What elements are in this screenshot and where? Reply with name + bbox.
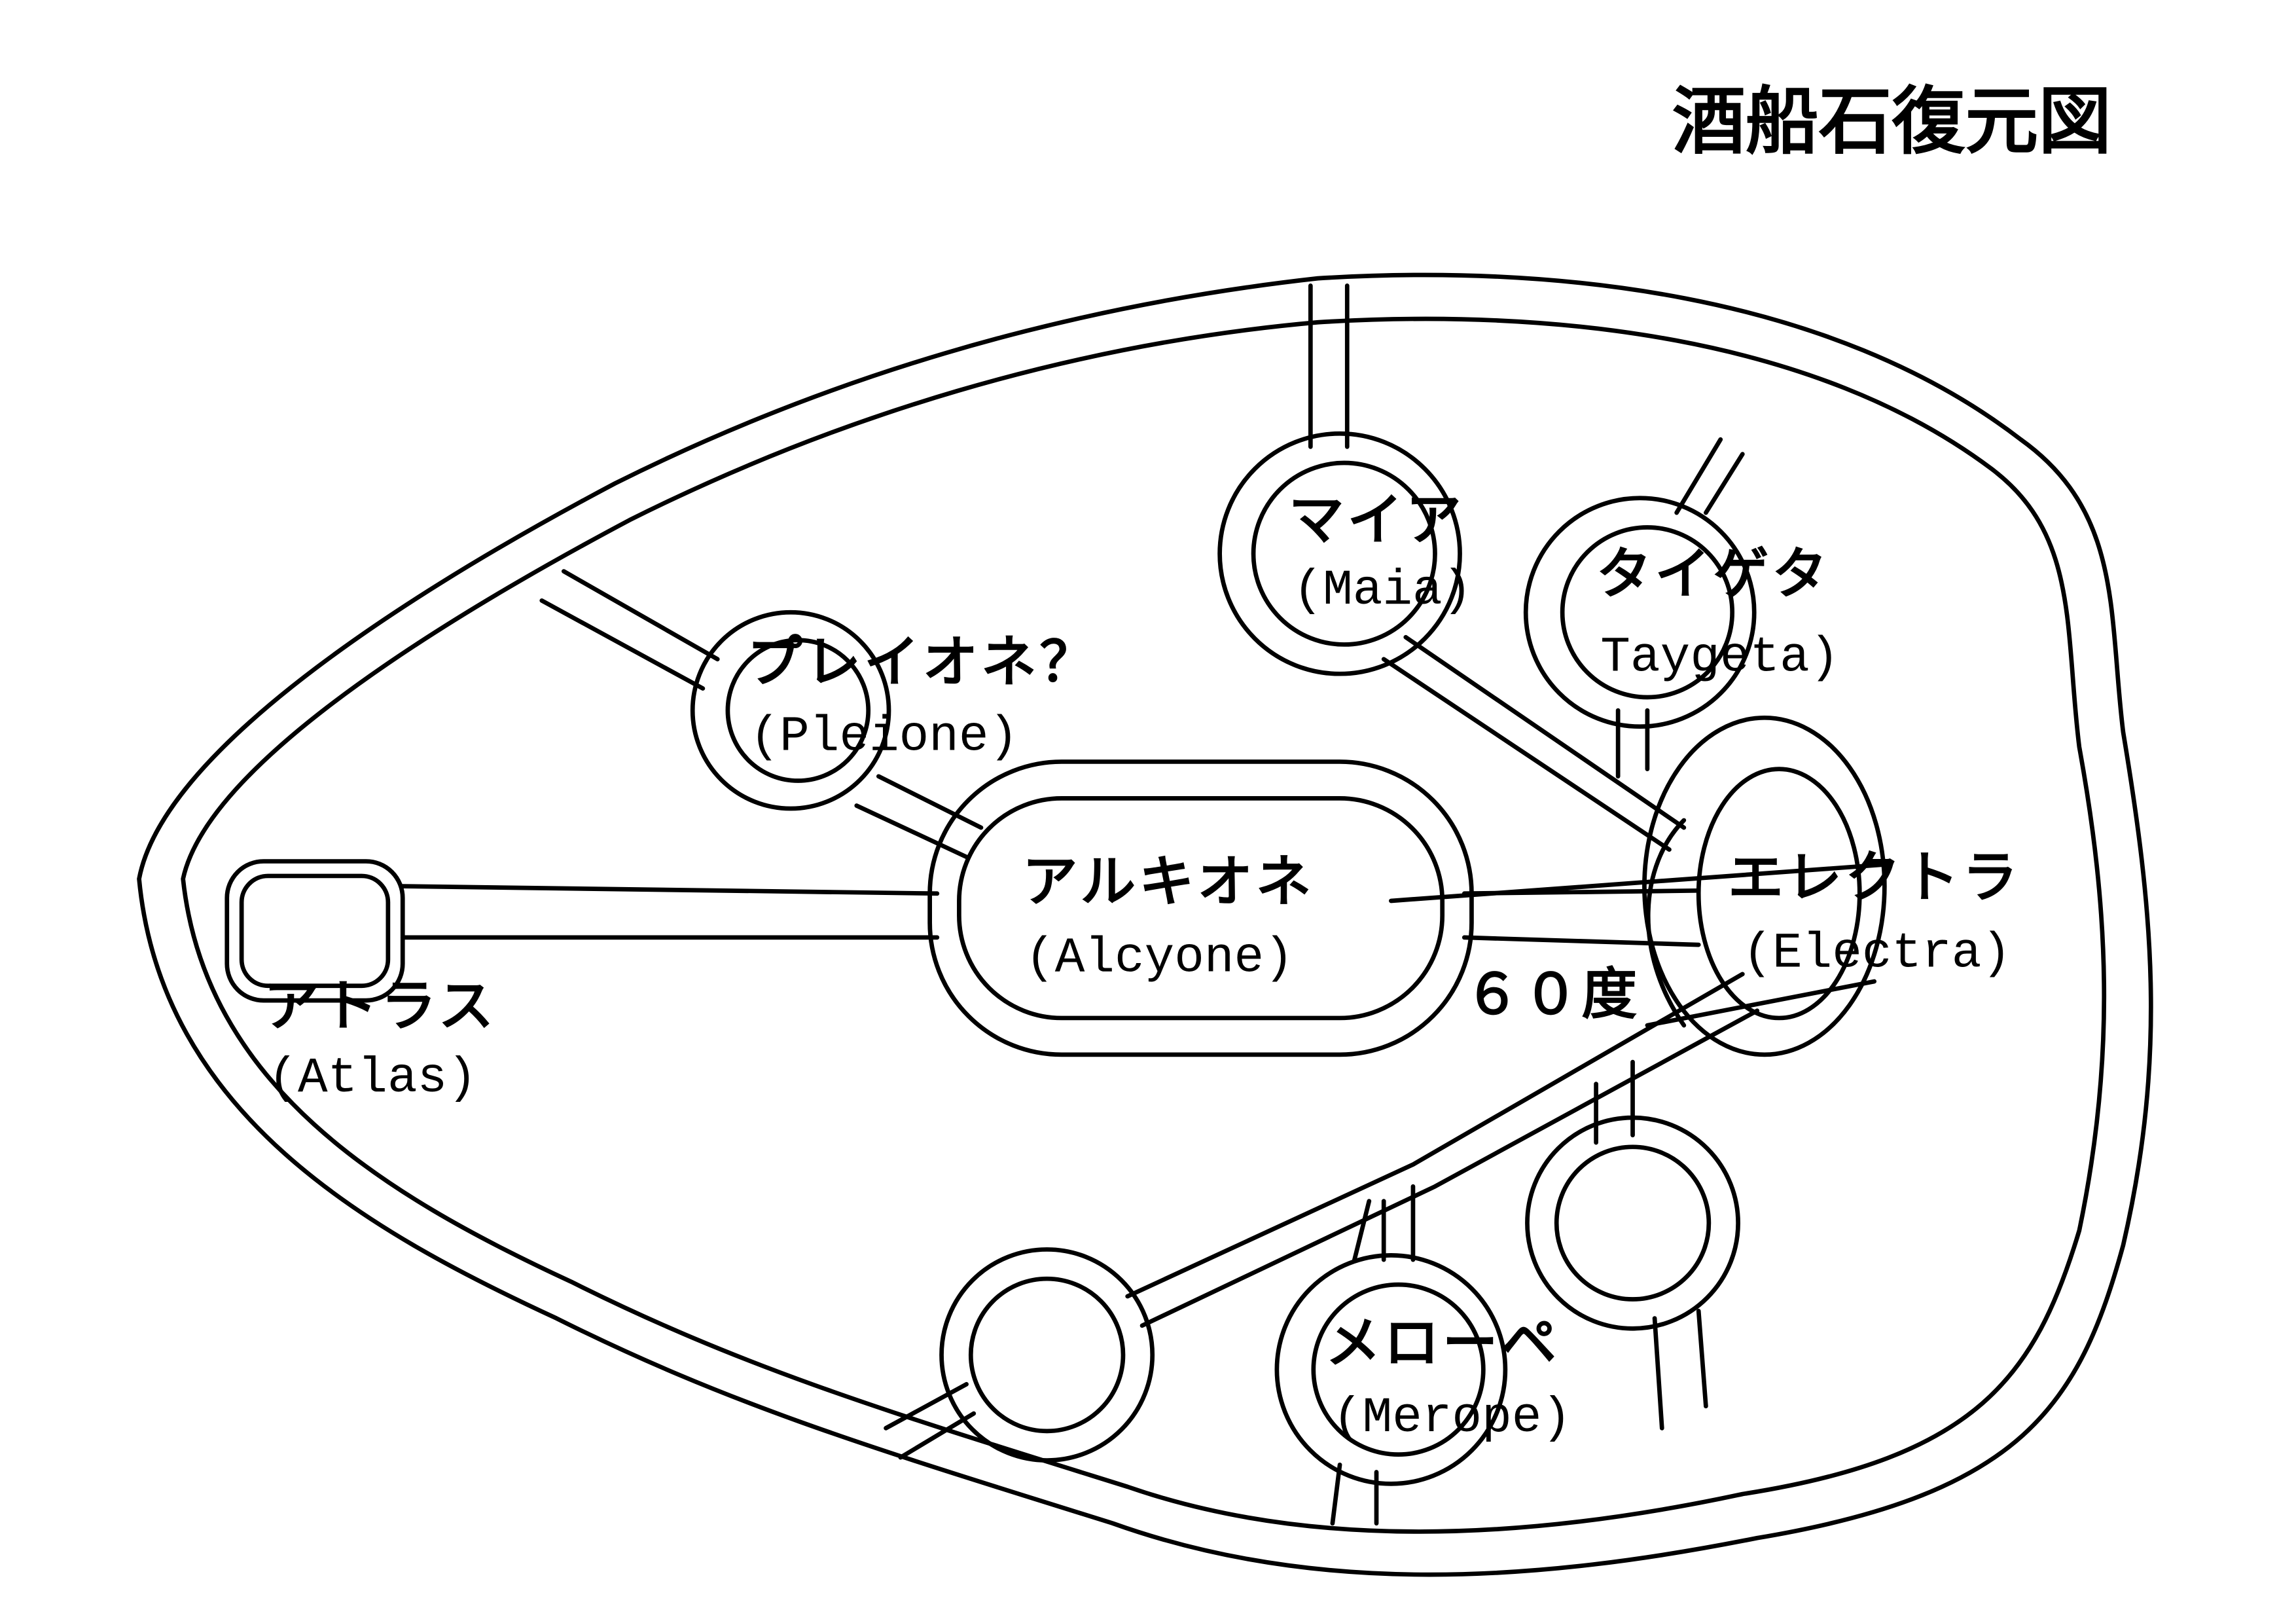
pool-alcyone	[927, 759, 1474, 1057]
label-maia-jp: マイア	[1289, 488, 1464, 553]
label-pleione-en: (Pleione)	[749, 709, 1018, 765]
label-atlas-jp: アトラス	[264, 974, 497, 1039]
label-taygeta-en: Taygeta)	[1600, 630, 1839, 686]
label-alcyone-en: (Alcyone)	[1025, 930, 1294, 986]
label-maia-en: (Maia)	[1293, 562, 1472, 619]
label-electra-jp: エレクトラ	[1728, 845, 2020, 910]
stone-outer-outline	[137, 272, 2153, 1577]
label-pleione-jp: プレイオネ？	[747, 630, 1098, 695]
pool-maia	[1217, 431, 1462, 676]
pool-pleione	[690, 610, 891, 811]
pool-merope	[1274, 1253, 1508, 1486]
label-alcyone-jp: アルキオネ	[1022, 850, 1315, 915]
stone-inner-outline	[181, 316, 2107, 1534]
pool-taygeta	[1523, 496, 1757, 729]
label-taygeta-jp: タイゲタ	[1596, 542, 1831, 607]
angle-label: ６０度	[1464, 962, 1640, 1027]
diagram-title: 酒船石復元図	[1672, 79, 2111, 164]
pool-unnamed-left	[939, 1247, 1155, 1463]
label-merope-en: (Merope)	[1333, 1390, 1571, 1446]
label-electra-en: (Electra)	[1742, 926, 2011, 982]
label-merope-jp: メローペ	[1325, 1311, 1560, 1376]
label-atlas-en: (Atlas)	[268, 1050, 476, 1106]
pool-unnamed-right	[1525, 1115, 1740, 1331]
pool-electra	[1642, 715, 1887, 1057]
pool-atlas	[224, 859, 405, 1003]
channels	[400, 283, 1892, 1526]
